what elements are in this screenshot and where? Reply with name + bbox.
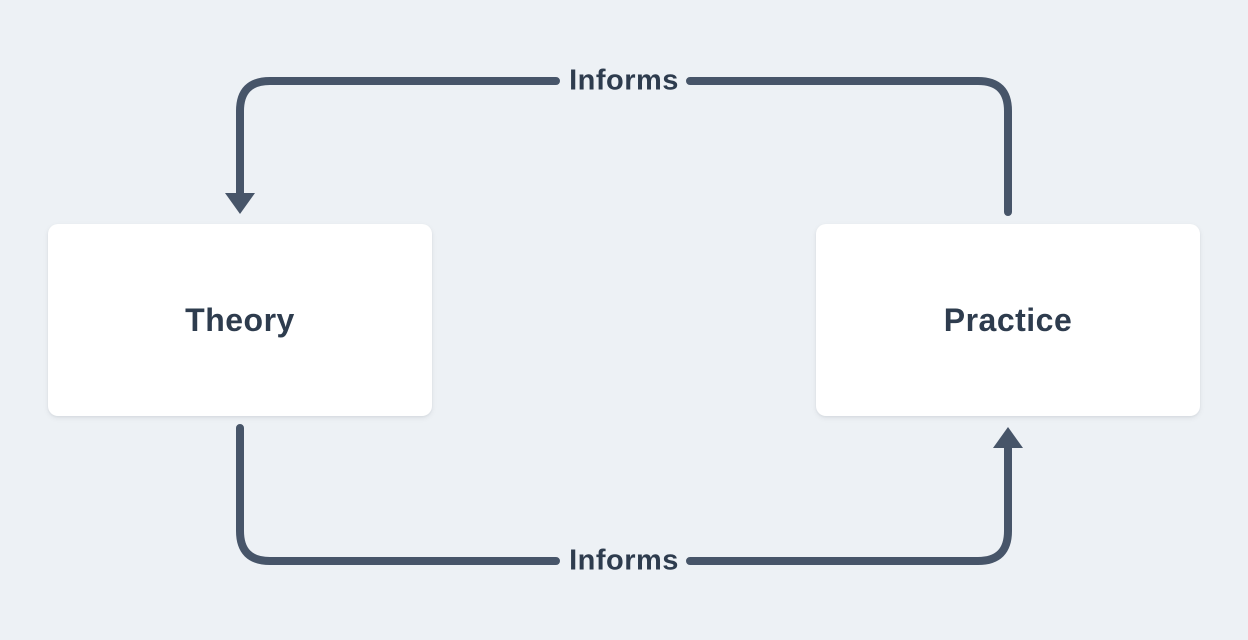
edge-label-informs-bottom: Informs — [569, 544, 679, 577]
edge-label-informs-top: Informs — [569, 64, 679, 97]
edge-bottom-arrowhead-up-icon — [993, 427, 1023, 448]
node-practice-label: Practice — [943, 301, 1073, 338]
edge-bottom-line-left — [236, 424, 560, 565]
edge-theory-informs-practice — [236, 424, 1023, 565]
edge-top-arrowhead-down-icon — [225, 193, 255, 214]
edge-practice-informs-theory — [225, 77, 1012, 216]
node-practice: Practice — [816, 224, 1200, 416]
edge-bottom-line-right — [686, 443, 1012, 565]
edge-top-line-left — [236, 77, 560, 200]
edge-top-line-right — [686, 77, 1012, 216]
node-theory: Theory — [48, 224, 432, 416]
node-theory-label: Theory — [185, 301, 295, 338]
